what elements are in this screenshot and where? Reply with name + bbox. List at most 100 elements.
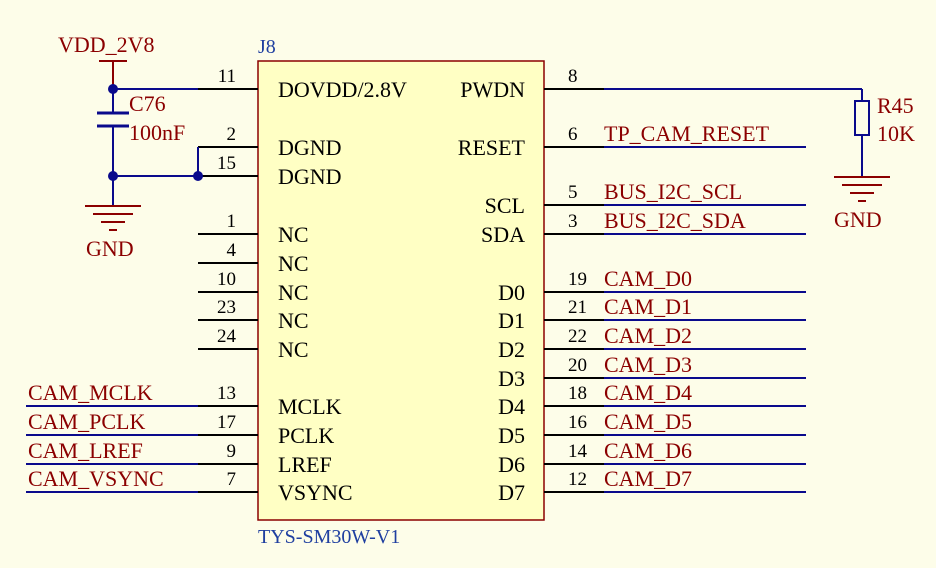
- svg-text:12: 12: [568, 469, 587, 490]
- svg-text:C76: C76: [129, 91, 166, 116]
- svg-text:17: 17: [217, 412, 236, 433]
- svg-text:BUS_I2C_SDA: BUS_I2C_SDA: [604, 208, 746, 233]
- right-pin-d7: 12 D7: [498, 469, 604, 505]
- svg-text:16: 16: [568, 412, 587, 433]
- svg-text:CAM_MCLK: CAM_MCLK: [28, 380, 153, 405]
- net-cam-mclk: CAM_MCLK: [26, 380, 198, 407]
- svg-text:CAM_D1: CAM_D1: [604, 294, 692, 319]
- net-cam-lref: CAM_LREF: [26, 438, 198, 465]
- svg-text:18: 18: [568, 383, 587, 404]
- svg-text:BUS_I2C_SCL: BUS_I2C_SCL: [604, 179, 742, 204]
- svg-text:D1: D1: [498, 308, 525, 333]
- net-cam-d3: CAM_D3: [604, 352, 806, 379]
- svg-text:19: 19: [568, 269, 587, 290]
- component-body: [257, 60, 545, 521]
- net-cam-d0: CAM_D0: [604, 266, 806, 293]
- left-pin-dgnd-15: 15 DGND: [198, 153, 342, 189]
- svg-text:6: 6: [568, 124, 578, 145]
- svg-text:20: 20: [568, 355, 587, 376]
- svg-text:VSYNC: VSYNC: [278, 480, 353, 505]
- svg-text:13: 13: [217, 383, 236, 404]
- svg-text:D4: D4: [498, 394, 525, 419]
- net-bus-i2c-scl: BUS_I2C_SCL: [604, 179, 806, 206]
- svg-text:21: 21: [568, 297, 587, 318]
- right-pin-d1: 21 D1: [498, 297, 604, 333]
- svg-text:15: 15: [217, 153, 236, 174]
- net-cam-d5: CAM_D5: [604, 409, 806, 436]
- svg-text:D6: D6: [498, 452, 525, 477]
- vdd-power-port: VDD_2V8: [58, 32, 155, 89]
- svg-text:D5: D5: [498, 423, 525, 448]
- svg-text:14: 14: [568, 441, 588, 462]
- net-cam-d2: CAM_D2: [604, 323, 806, 350]
- svg-text:GND: GND: [834, 207, 882, 232]
- svg-text:D0: D0: [498, 280, 525, 305]
- net-tp-cam-reset: TP_CAM_RESET: [604, 121, 806, 148]
- net-cam-d1: CAM_D1: [604, 294, 806, 321]
- net-cam-d6: CAM_D6: [604, 438, 806, 465]
- svg-text:NC: NC: [278, 222, 309, 247]
- svg-text:D3: D3: [498, 366, 525, 391]
- left-pin-nc-10: 10 NC: [198, 269, 309, 305]
- svg-text:MCLK: MCLK: [278, 394, 342, 419]
- svg-text:10K: 10K: [877, 121, 915, 146]
- svg-text:NC: NC: [278, 280, 309, 305]
- svg-text:24: 24: [217, 326, 237, 347]
- svg-text:2: 2: [227, 124, 237, 145]
- right-pin-reset: 6 RESET: [458, 124, 604, 160]
- svg-text:1: 1: [227, 211, 237, 232]
- svg-text:D2: D2: [498, 337, 525, 362]
- svg-text:NC: NC: [278, 308, 309, 333]
- net-cam-pclk: CAM_PCLK: [26, 409, 198, 436]
- svg-text:CAM_D6: CAM_D6: [604, 438, 692, 463]
- svg-text:100nF: 100nF: [129, 120, 185, 145]
- svg-text:CAM_D5: CAM_D5: [604, 409, 692, 434]
- svg-text:23: 23: [217, 297, 236, 318]
- svg-text:LREF: LREF: [278, 452, 332, 477]
- svg-text:GND: GND: [86, 236, 134, 261]
- resistor-r45: R45 10K: [854, 93, 915, 146]
- net-cam-vsync: CAM_VSYNC: [26, 466, 198, 493]
- svg-text:NC: NC: [278, 251, 309, 276]
- svg-text:TP_CAM_RESET: TP_CAM_RESET: [604, 121, 770, 146]
- left-pin-lref: 9 LREF: [198, 441, 332, 477]
- svg-text:RESET: RESET: [458, 135, 526, 160]
- svg-text:5: 5: [568, 182, 578, 203]
- gnd-symbol-right: GND: [834, 176, 890, 232]
- svg-text:9: 9: [227, 441, 237, 462]
- svg-text:CAM_D2: CAM_D2: [604, 323, 692, 348]
- svg-text:DOVDD/2.8V: DOVDD/2.8V: [278, 77, 407, 102]
- left-pin-nc-23: 23 NC: [198, 297, 309, 333]
- left-pin-pclk: 17 PCLK: [198, 412, 334, 448]
- right-pin-scl: 5 SCL: [485, 182, 604, 218]
- right-pin-d3: 20 D3: [498, 355, 604, 391]
- right-pin-d2: 22 D2: [498, 326, 604, 362]
- net-bus-i2c-sda: BUS_I2C_SDA: [604, 208, 806, 235]
- left-pin-nc-1: 1 NC: [198, 211, 309, 247]
- svg-text:SDA: SDA: [481, 222, 525, 247]
- svg-text:VDD_2V8: VDD_2V8: [58, 32, 155, 57]
- svg-text:10: 10: [217, 269, 236, 290]
- left-pin-dgnd-2: 2 DGND: [198, 124, 342, 160]
- right-pin-sda: 3 SDA: [481, 211, 604, 247]
- component-part: TYS-SM30W-V1: [258, 526, 400, 548]
- left-pin-vsync: 7 VSYNC: [198, 469, 353, 505]
- svg-text:NC: NC: [278, 337, 309, 362]
- svg-text:D7: D7: [498, 480, 525, 505]
- left-pin-dovdd: 11 DOVDD/2.8V: [198, 66, 407, 102]
- component-ref: J8: [258, 36, 276, 58]
- right-pin-d0: 19 D0: [498, 269, 604, 305]
- svg-text:CAM_LREF: CAM_LREF: [28, 438, 143, 463]
- capacitor-c76: C76 100nF: [97, 91, 185, 145]
- left-pin-mclk: 13 MCLK: [198, 383, 342, 419]
- svg-text:22: 22: [568, 326, 587, 347]
- right-pin-d4: 18 D4: [498, 383, 604, 419]
- svg-text:CAM_VSYNC: CAM_VSYNC: [28, 466, 164, 491]
- svg-text:CAM_PCLK: CAM_PCLK: [28, 409, 145, 434]
- svg-text:DGND: DGND: [278, 135, 342, 160]
- svg-text:SCL: SCL: [485, 193, 525, 218]
- net-cam-d4: CAM_D4: [604, 380, 806, 407]
- junction-cap-gnd: [108, 171, 118, 181]
- right-pin-pwdn: 8 PWDN: [460, 66, 604, 102]
